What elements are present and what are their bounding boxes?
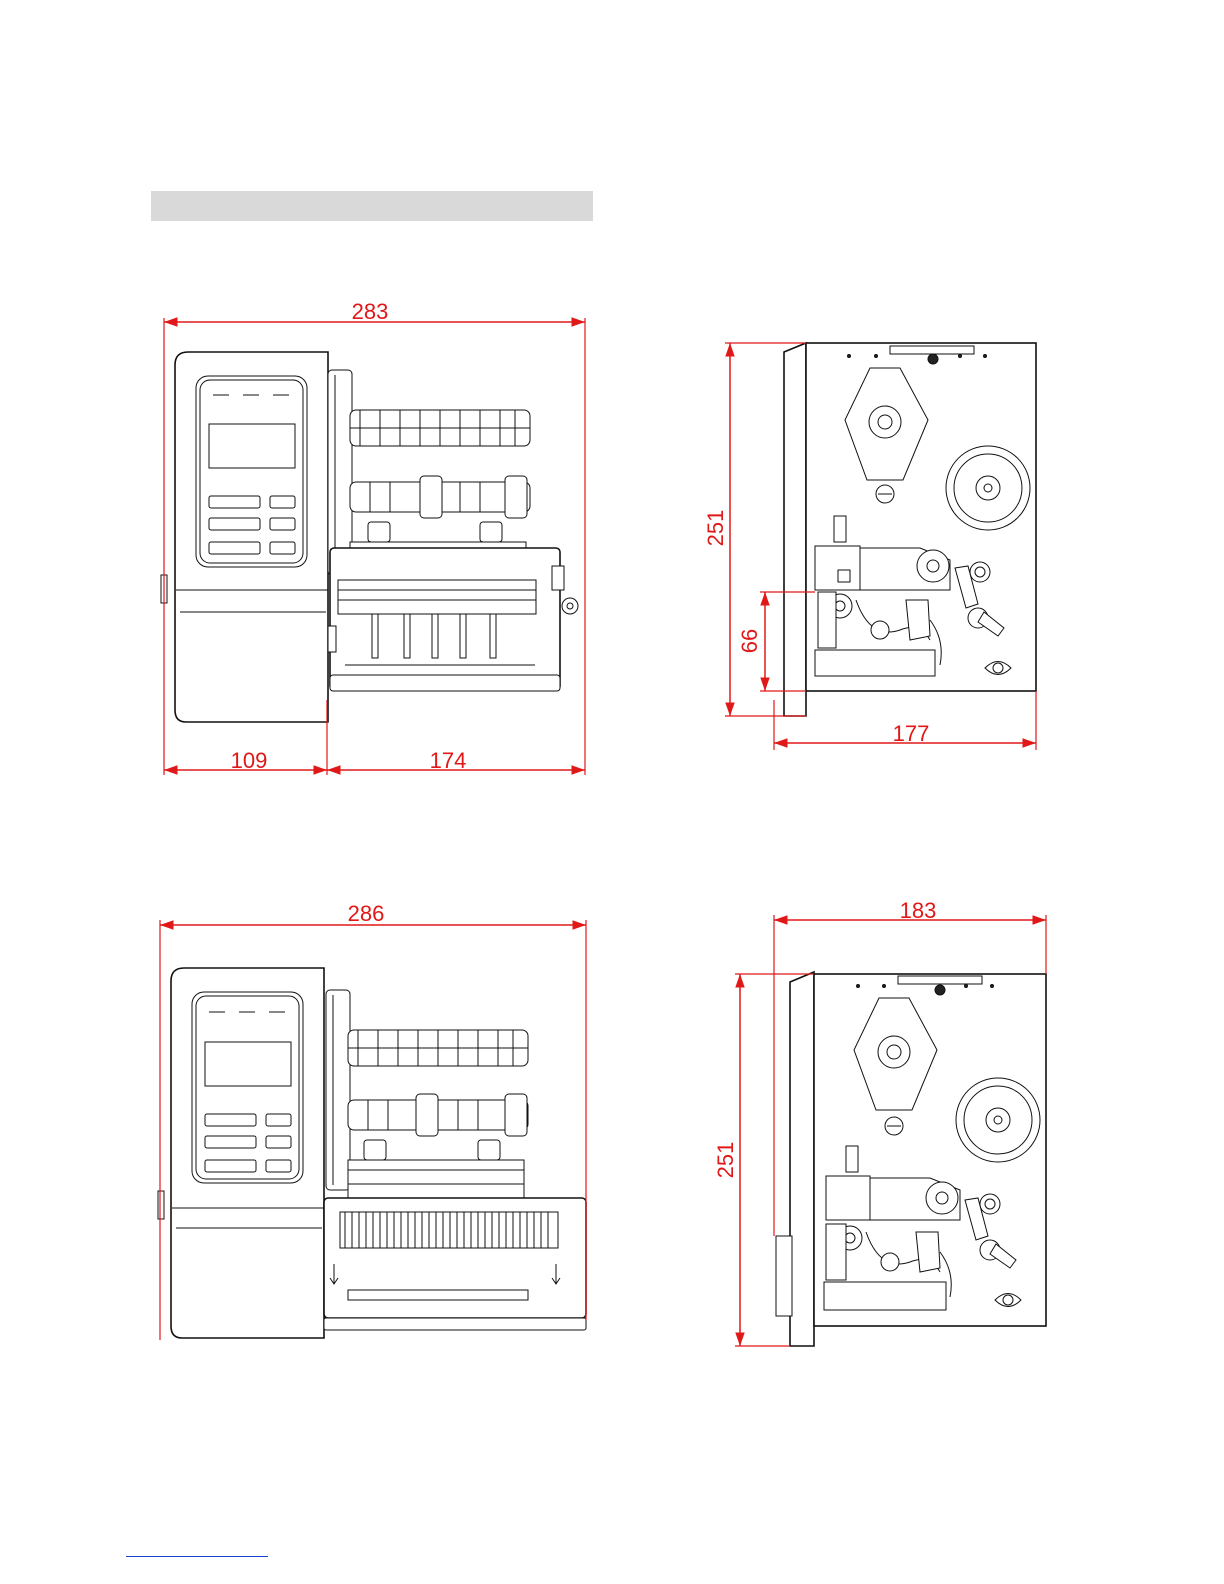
side-view-bottom xyxy=(776,972,1046,1346)
dim-283: 283 xyxy=(352,299,389,324)
dim-286: 286 xyxy=(348,901,385,926)
dim-177: 177 xyxy=(893,721,930,746)
dim-109: 109 xyxy=(231,748,268,773)
dim-66: 66 xyxy=(737,629,762,653)
dim-174: 174 xyxy=(430,748,467,773)
footer-rule xyxy=(126,1556,268,1557)
side-view-top xyxy=(784,343,1036,716)
dim-183: 183 xyxy=(900,898,937,923)
dim-251-bottom: 251 xyxy=(713,1142,738,1179)
front-view-bottom xyxy=(158,968,586,1338)
front-view-top xyxy=(161,352,578,722)
dim-251-top: 251 xyxy=(703,510,728,547)
